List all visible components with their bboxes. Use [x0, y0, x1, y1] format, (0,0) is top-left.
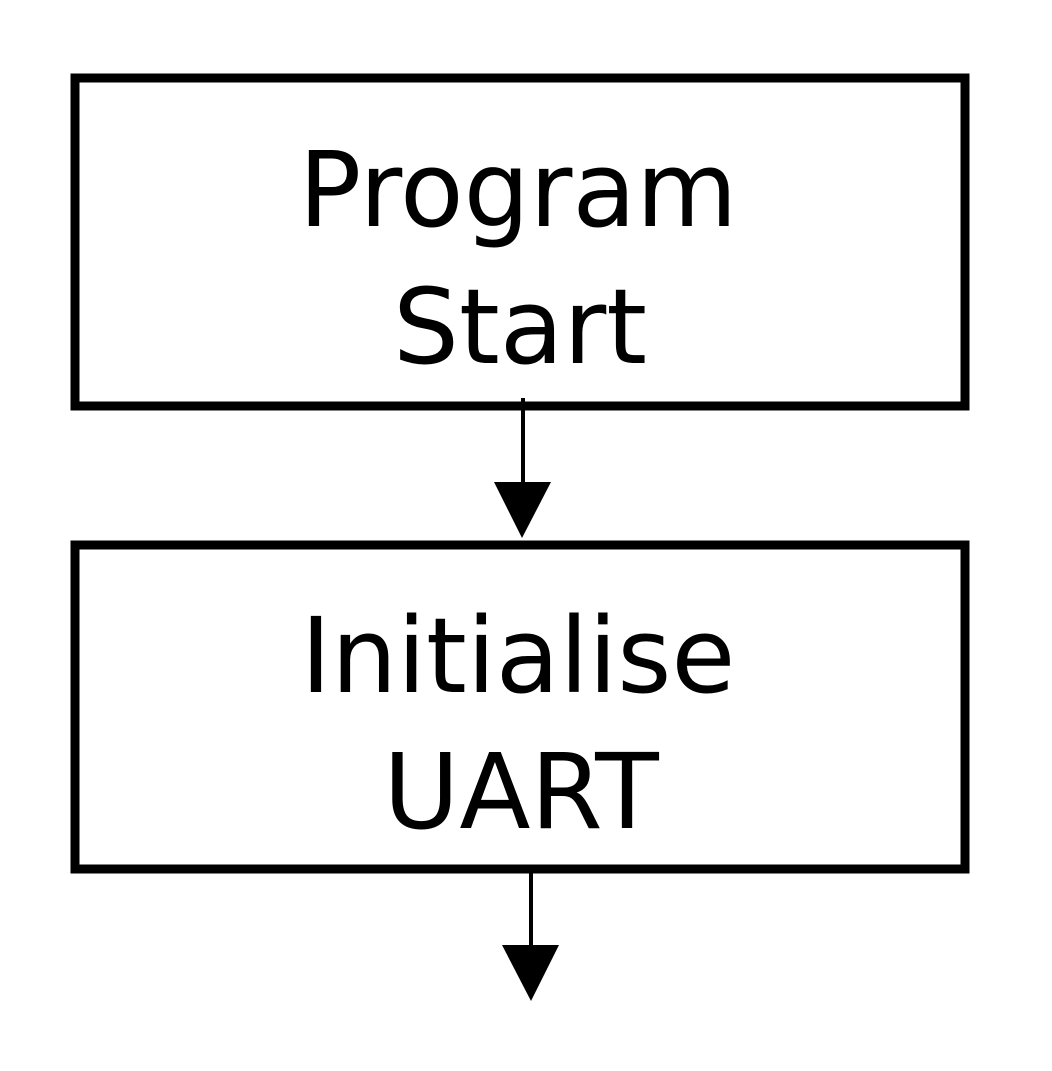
node-initialise-uart-line1: Initialise	[301, 595, 736, 717]
node-initialise-uart-line2: UART	[383, 731, 659, 853]
node-program-start: Program Start	[70, 73, 970, 411]
node-initialise-uart: Initialise UART	[70, 540, 970, 874]
edge-start-to-init	[494, 398, 551, 538]
node-program-start-box	[70, 73, 970, 411]
arrowhead-icon	[494, 482, 551, 538]
node-program-start-line2: Start	[393, 266, 647, 388]
node-initialise-uart-box	[70, 540, 970, 874]
arrowhead-icon	[502, 945, 559, 1001]
edge-init-to-next	[502, 869, 559, 1001]
node-program-start-line1: Program	[299, 129, 738, 251]
